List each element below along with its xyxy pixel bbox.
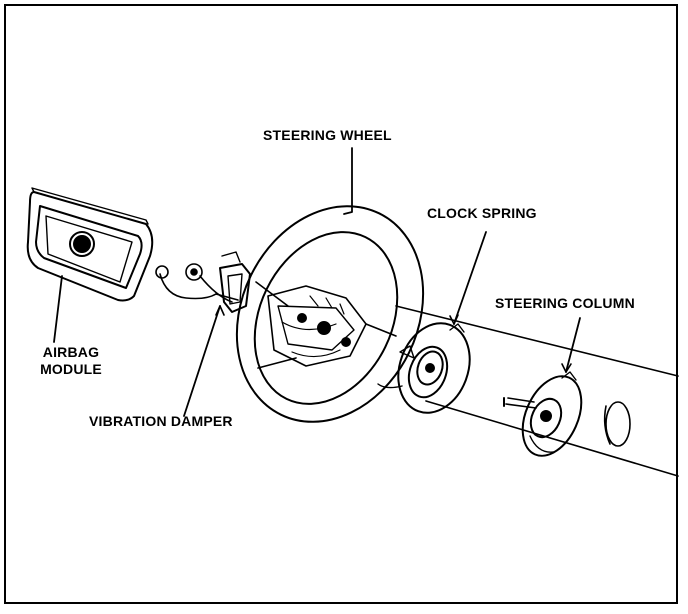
leader-lines [53, 147, 581, 417]
leader-airbag-module [53, 275, 63, 343]
steering-column-shaft [395, 305, 679, 477]
label-steering-column: STEERING COLUMN [495, 295, 635, 311]
airbag-harness [155, 263, 239, 303]
exploded-assembly-drawing [26, 147, 679, 477]
leader-clock-spring [453, 231, 487, 325]
airbag-module [26, 187, 154, 302]
label-clock-spring: CLOCK SPRING [427, 205, 537, 221]
leader-steering-column [565, 317, 581, 373]
steering-column-head [503, 371, 583, 457]
label-vibration-damper: VIBRATION DAMPER [89, 413, 233, 429]
steering-wheel [235, 205, 425, 423]
clock-spring [377, 322, 471, 414]
leader-steering-wheel [343, 147, 353, 215]
label-airbag-module: AIRBAG MODULE [30, 344, 112, 378]
diagram-frame [4, 4, 679, 604]
vibration-damper [219, 251, 251, 313]
label-airbag-line1: AIRBAG [42, 344, 100, 360]
leader-vibration-damper [183, 305, 221, 417]
label-steering-wheel: STEERING WHEEL [263, 127, 392, 143]
label-airbag-line2: MODULE [40, 361, 102, 377]
